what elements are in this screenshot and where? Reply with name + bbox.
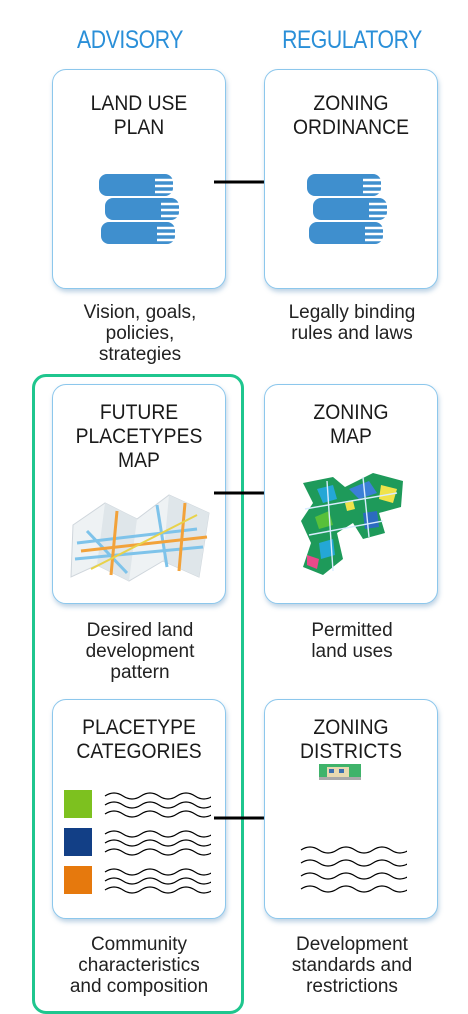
building-thumbnail (319, 764, 361, 780)
title-line: PLACETYPE (82, 716, 196, 739)
folded-map-icon (70, 494, 210, 582)
title-line: MAP (118, 449, 160, 472)
title-line: PLAN (113, 116, 165, 139)
caption-line: Vision, goals, (83, 302, 197, 323)
title-line: CATEGORIES (76, 740, 202, 763)
wavy-lines-icon (104, 868, 211, 894)
caption-line: standards and (291, 955, 413, 976)
book-stack-icon (307, 174, 389, 244)
caption-line: Development (296, 934, 408, 955)
zoning-map-caption: Permitted land uses (262, 620, 442, 662)
caption-line: characteristics (78, 955, 200, 976)
title-line: PLACETYPES (75, 425, 203, 448)
wavy-lines-icon (104, 792, 211, 818)
caption-line: Community (90, 934, 188, 955)
future-placetypes-map-caption: Desired land development pattern (52, 620, 228, 683)
orange-swatch (64, 866, 92, 894)
title-line: ORDINANCE (293, 116, 409, 139)
zoning-districts-card: ZONING DISTRICTS (264, 699, 438, 919)
title-line: DISTRICTS (300, 740, 402, 763)
zoning-districts-title: ZONING DISTRICTS (272, 716, 430, 764)
caption-line: Desired land (86, 620, 194, 641)
land-use-plan-title: LAND USE PLAN (60, 92, 218, 140)
zoning-ordinance-title: ZONING ORDINANCE (272, 92, 430, 140)
navy-swatch (64, 828, 92, 856)
title-line: MAP (330, 425, 372, 448)
book-stack-icon (99, 174, 181, 244)
land-use-plan-caption: Vision, goals, policies, strategies (52, 302, 228, 365)
placetype-categories-caption: Community characteristics and compositio… (48, 934, 230, 997)
caption-line: rules and laws (291, 323, 413, 344)
advisory-header: ADVISORY (76, 26, 184, 54)
wavy-lines-icon (104, 830, 211, 856)
caption-line: and composition (69, 976, 209, 997)
caption-line: restrictions (306, 976, 398, 997)
green-swatch (64, 790, 92, 818)
title-line: ZONING (313, 716, 389, 739)
caption-line: pattern (110, 662, 170, 683)
title-line: ZONING (313, 92, 389, 115)
caption-line: Legally binding (288, 302, 416, 323)
title-line: LAND USE (90, 92, 188, 115)
placetype-categories-title: PLACETYPE CATEGORIES (60, 716, 218, 764)
wavy-lines-icon (300, 846, 407, 893)
zoning-ordinance-card: ZONING ORDINANCE (264, 69, 438, 289)
land-use-plan-card: LAND USE PLAN (52, 69, 226, 289)
caption-line: policies, (105, 323, 175, 344)
title-line: ZONING (313, 401, 389, 424)
zoning-map-card: ZONING MAP (264, 384, 438, 604)
caption-line: land uses (311, 641, 393, 662)
title-line: FUTURE (99, 401, 179, 424)
zoning-districts-caption: Development standards and restrictions (262, 934, 442, 997)
caption-line: Permitted (311, 620, 393, 641)
regulatory-header: REGULATORY (282, 26, 422, 54)
zoning-map-image (301, 473, 403, 575)
caption-line: development (85, 641, 195, 662)
zoning-ordinance-caption: Legally binding rules and laws (262, 302, 442, 344)
caption-line: strategies (98, 344, 182, 365)
zoning-map-title: ZONING MAP (272, 401, 430, 449)
placetype-categories-card: PLACETYPE CATEGORIES (52, 699, 226, 919)
future-placetypes-map-card: FUTURE PLACETYPES MAP (52, 384, 226, 604)
future-placetypes-map-title: FUTURE PLACETYPES MAP (60, 401, 218, 473)
